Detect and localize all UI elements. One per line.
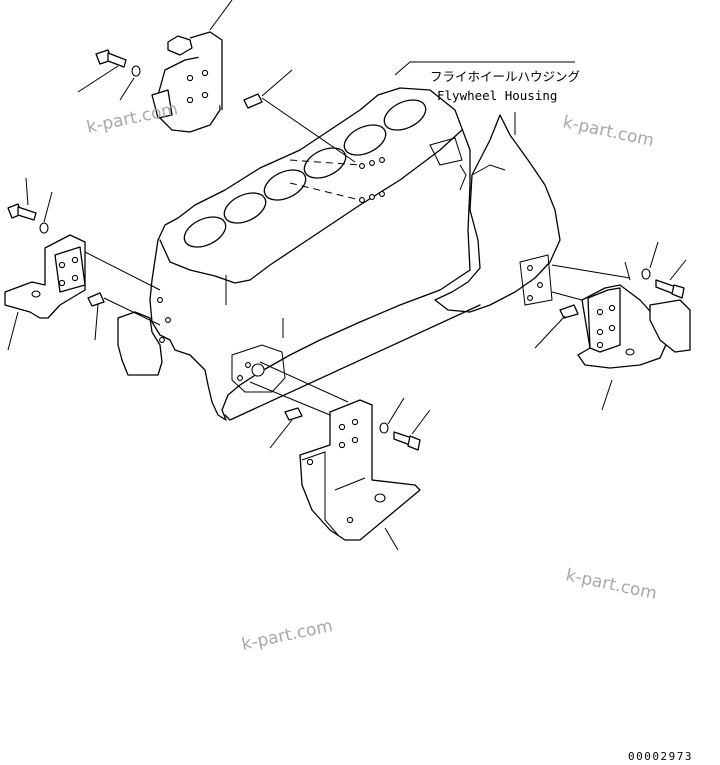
engine-block bbox=[117, 61, 575, 421]
right-mount-bracket bbox=[514, 112, 691, 411]
left-mount-bracket bbox=[4, 177, 161, 351]
watermark: k-part.com bbox=[240, 616, 335, 655]
hole-pattern-lines bbox=[157, 157, 543, 381]
bottom-mount-bracket bbox=[249, 361, 431, 551]
flywheel-housing-label-en: Flywheel Housing bbox=[437, 88, 557, 103]
top-mount-bracket bbox=[77, 0, 356, 163]
drawing-code: 00002973 bbox=[628, 750, 693, 763]
watermark: k-part.com bbox=[85, 99, 180, 138]
watermark: k-part.com bbox=[561, 112, 656, 151]
flywheel-housing-label-ja: フライホイールハウジング bbox=[430, 69, 580, 84]
watermark: k-part.com bbox=[564, 565, 659, 604]
